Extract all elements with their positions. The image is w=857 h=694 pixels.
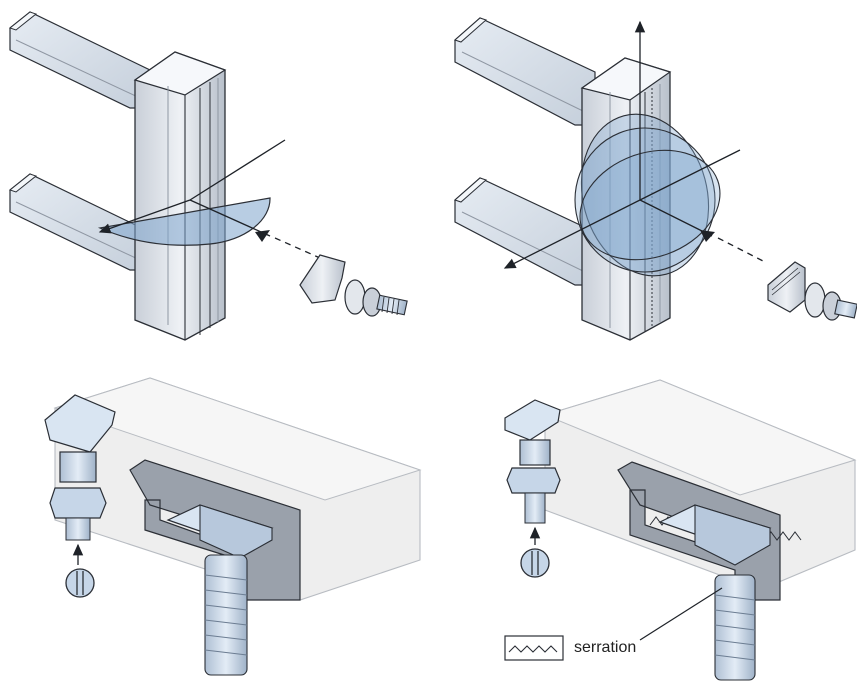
i-beam-upper-right (454, 17, 596, 126)
serration-legend-icon (504, 635, 564, 661)
hammer-head-bolt-left (44, 394, 116, 565)
panel-bottom-right (504, 379, 857, 681)
panel-top-right (454, 17, 857, 341)
rotation-half-disc (97, 139, 321, 259)
slot-indicator-left (65, 568, 95, 598)
hammer-head-bolt-serrated (504, 399, 561, 545)
serration-leader-line (639, 587, 723, 641)
rotation-full-discs (503, 20, 766, 277)
t-bolt-serrated-right (767, 261, 857, 321)
slot-indicator-right (520, 548, 550, 578)
i-beam-upper-left (8, 11, 151, 109)
channel-section-serrated (543, 379, 857, 601)
i-beam-lower-right (454, 177, 596, 286)
threaded-bolt-left (204, 554, 248, 676)
panel-bottom-left (44, 377, 422, 676)
t-bolt-hammer-head-left (299, 254, 408, 317)
serration-label: serration (574, 639, 637, 656)
threaded-bolt-right (714, 574, 756, 681)
channel-profile-left (133, 51, 227, 341)
panel-top-left (8, 11, 408, 341)
channel-section-left (53, 377, 422, 601)
